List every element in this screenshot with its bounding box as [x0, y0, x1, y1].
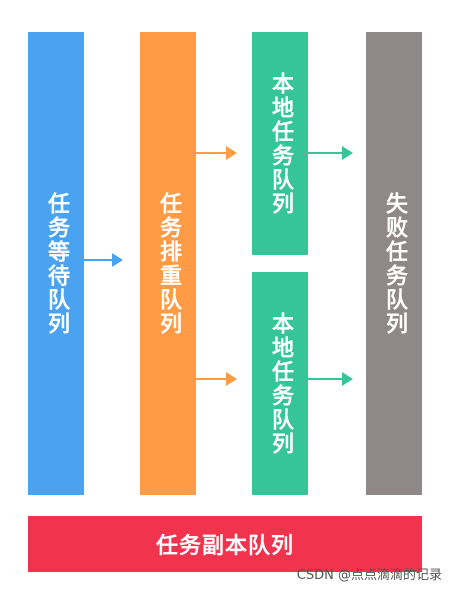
local-queue-box-2: 本地任务队列 [252, 272, 308, 495]
arrow-dedup-to-local-1 [196, 146, 237, 160]
arrow-dedup-to-local-2 [196, 372, 237, 386]
failed-queue-box: 失败任务队列 [366, 32, 422, 495]
dedup-queue-box: 任务排重队列 [140, 32, 196, 495]
local-queue-box-1: 本地任务队列 [252, 32, 308, 255]
watermark: CSDN @点点滴滴的记录 [296, 568, 442, 583]
replica-queue-box: 任务副本队列 [28, 516, 422, 572]
failed-queue-label: 失败任务队列 [382, 191, 407, 336]
local-queue-label-1: 本地任务队列 [268, 71, 293, 216]
wait-queue-label: 任务等待队列 [44, 191, 69, 336]
replica-queue-label: 任务副本队列 [155, 534, 294, 559]
local-queue-label-2: 本地任务队列 [268, 311, 293, 456]
dedup-queue-label: 任务排重队列 [156, 191, 181, 336]
arrow-local-2-to-failed [308, 372, 353, 386]
arrow-local-1-to-failed [308, 146, 353, 160]
wait-queue-box: 任务等待队列 [28, 32, 84, 495]
arrow-wait-to-dedup [84, 253, 123, 267]
